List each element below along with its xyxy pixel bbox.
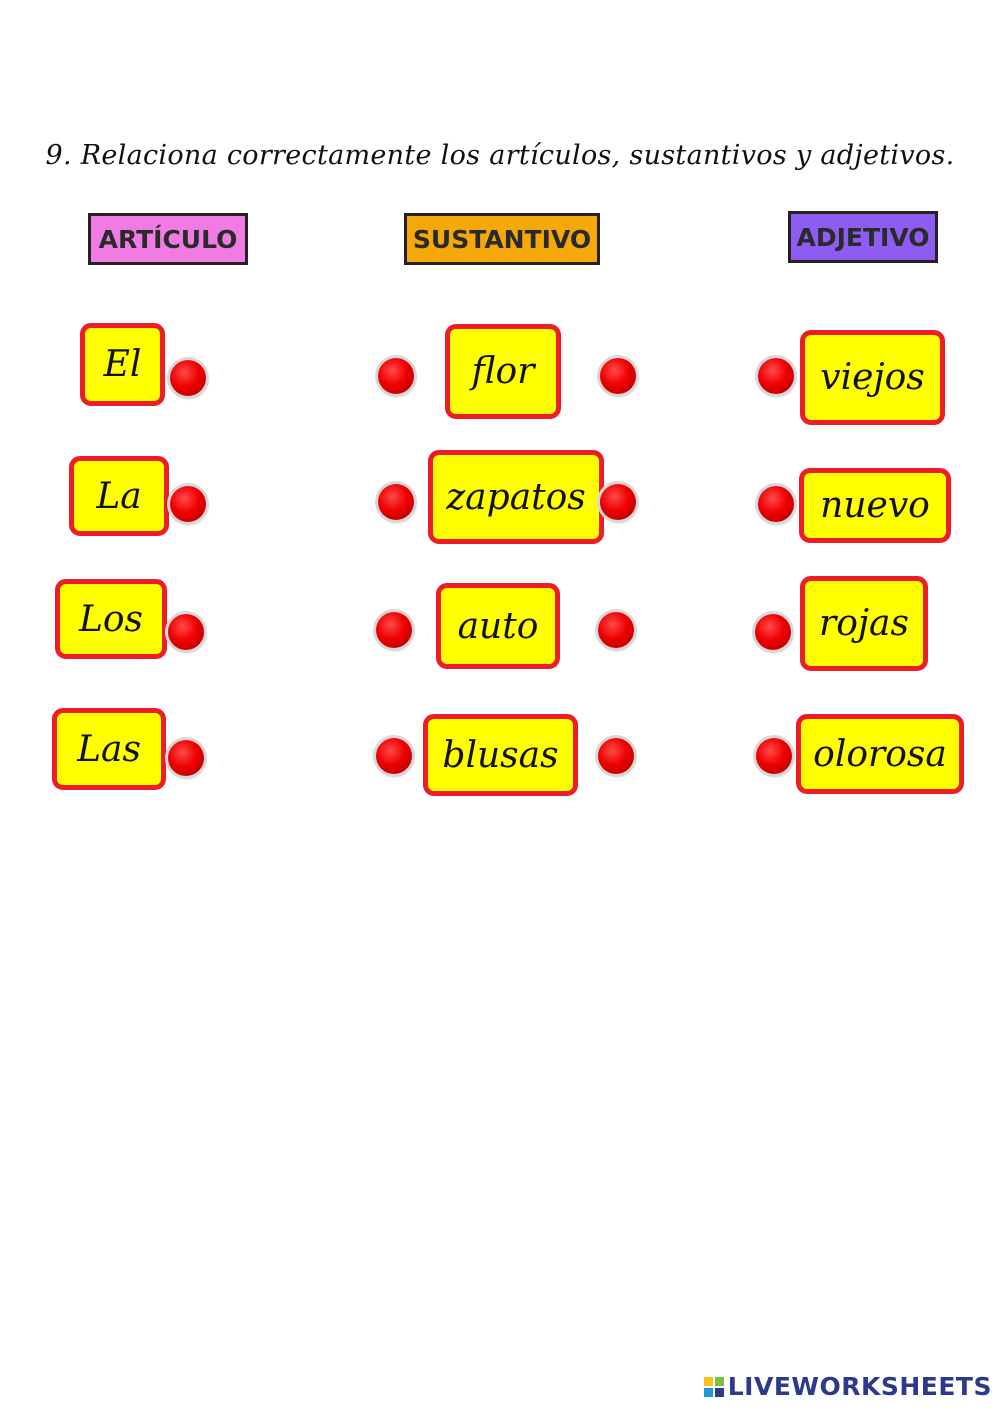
header-sustantivo: SUSTANTIVO: [404, 213, 600, 265]
sustantivo-left-dot-zapatos[interactable]: [378, 484, 414, 520]
articulo-box-los: Los: [55, 579, 167, 659]
articulo-box-las: Las: [52, 708, 166, 790]
header-articulo: ARTÍCULO: [88, 213, 248, 265]
sustantivo-right-dot-zapatos[interactable]: [600, 484, 636, 520]
articulo-box-la: La: [69, 456, 169, 536]
sustantivo-box-flor: flor: [445, 324, 561, 419]
sustantivo-left-dot-blusas[interactable]: [376, 738, 412, 774]
articulo-dot-las[interactable]: [168, 740, 204, 776]
adjetivo-dot-viejos[interactable]: [758, 358, 794, 394]
articulo-dot-la[interactable]: [170, 486, 206, 522]
adjetivo-box-rojas: rojas: [800, 576, 928, 671]
adjetivo-box-nuevo: nuevo: [799, 468, 951, 543]
sustantivo-right-dot-flor[interactable]: [600, 358, 636, 394]
adjetivo-dot-rojas[interactable]: [755, 614, 791, 650]
adjetivo-box-viejos: viejos: [800, 330, 945, 425]
header-adjetivo: ADJETIVO: [788, 211, 938, 263]
articulo-dot-el[interactable]: [170, 360, 206, 396]
adjetivo-dot-nuevo[interactable]: [758, 486, 794, 522]
liveworksheets-logo-icon: [703, 1376, 724, 1397]
adjetivo-box-olorosa: olorosa: [796, 714, 964, 794]
sustantivo-box-zapatos: zapatos: [428, 450, 604, 544]
adjetivo-dot-olorosa[interactable]: [756, 738, 792, 774]
sustantivo-left-dot-flor[interactable]: [378, 358, 414, 394]
sustantivo-right-dot-auto[interactable]: [598, 612, 634, 648]
sustantivo-left-dot-auto[interactable]: [376, 612, 412, 648]
articulo-dot-los[interactable]: [168, 614, 204, 650]
articulo-box-el: El: [80, 323, 165, 406]
liveworksheets-logo: LIVEWORKSHEETS: [703, 1372, 992, 1401]
sustantivo-box-blusas: blusas: [423, 714, 578, 796]
instruction-text: 9. Relaciona correctamente los artículos…: [45, 140, 955, 171]
sustantivo-right-dot-blusas[interactable]: [598, 738, 634, 774]
sustantivo-box-auto: auto: [436, 583, 560, 669]
liveworksheets-brand-text: LIVEWORKSHEETS: [727, 1372, 992, 1401]
